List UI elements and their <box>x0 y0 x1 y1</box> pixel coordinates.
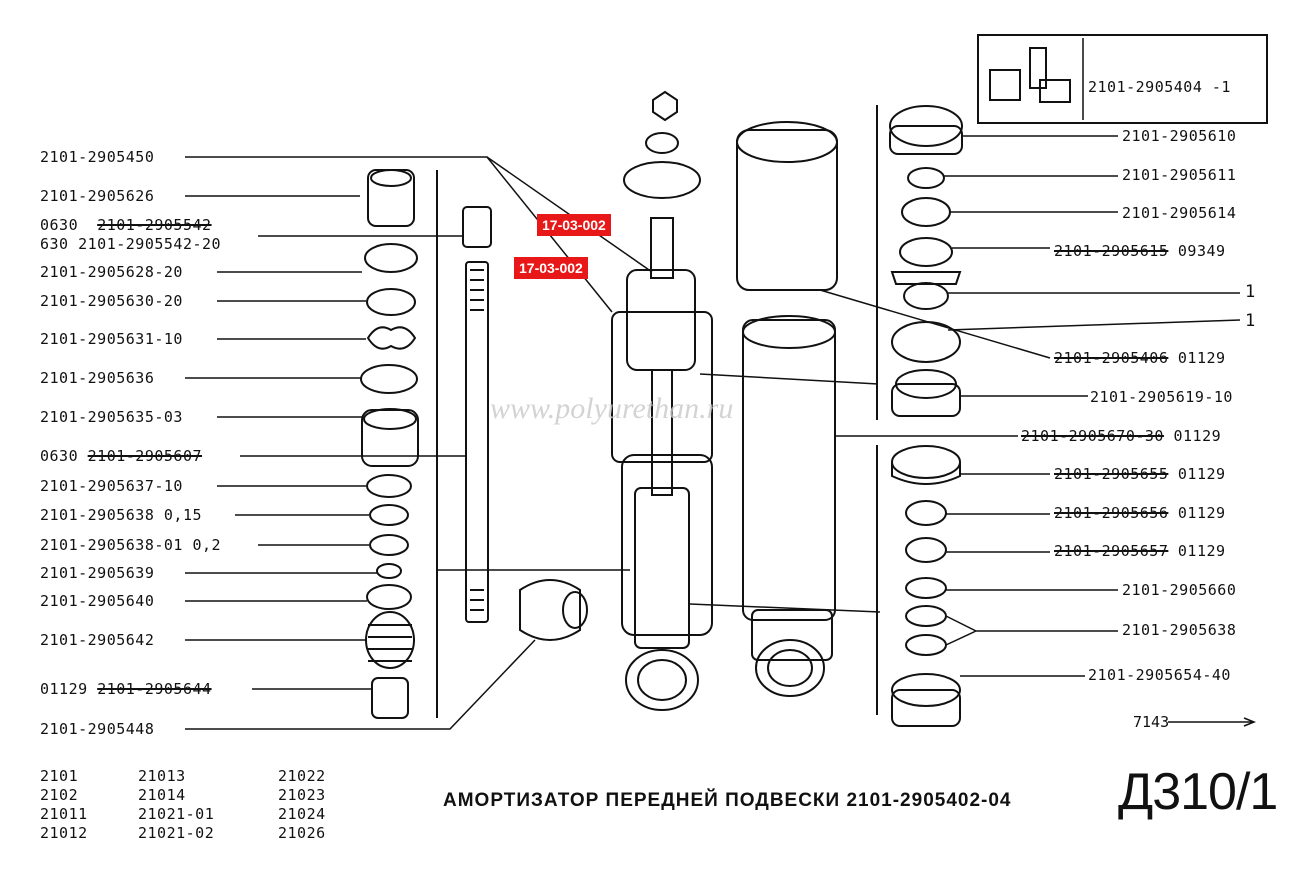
right-label-9: 2101-2905670-30 01129 <box>1021 427 1222 445</box>
left-label-10: 0630 2101-2905607 <box>40 447 203 465</box>
left-label-6: 2101-2905630-20 <box>40 292 183 310</box>
model-code: 21021-01 <box>138 805 215 823</box>
left-label-13: 2101-2905638-01 0,2 <box>40 536 222 554</box>
left-label-17: 01129 2101-2905644 <box>40 680 212 698</box>
right-label-11: 2101-2905656 01129 <box>1054 504 1226 522</box>
left-label-15: 2101-2905640 <box>40 592 155 610</box>
page-code: Д310/1 <box>1118 763 1278 821</box>
model-code: 21024 <box>278 805 326 823</box>
left-label-16: 2101-2905642 <box>40 631 155 649</box>
left-label-9: 2101-2905635-03 <box>40 408 183 426</box>
left-label-7: 2101-2905631-10 <box>40 330 183 348</box>
model-column-3: 21022 21023 21024 21026 <box>278 767 326 843</box>
right-label-14: 2101-2905638 <box>1122 621 1237 639</box>
part-tag-2[interactable]: 17-03-002 <box>514 257 588 279</box>
left-label-1: 2101-2905450 <box>40 148 155 166</box>
model-code: 21011 <box>40 805 88 823</box>
model-code: 2102 <box>40 786 79 804</box>
left-label-5: 2101-2905628-20 <box>40 263 183 281</box>
left-label-3: 0630 2101-2905542 <box>40 216 212 234</box>
page-title: АМОРТИЗАТОР ПЕРЕДНЕЙ ПОДВЕСКИ 2101-29054… <box>443 790 1012 811</box>
model-code: 21023 <box>278 786 326 804</box>
right-label-7: 2101-2905406 01129 <box>1054 349 1226 367</box>
inset-part-label: 2101-2905404 -1 <box>1088 78 1231 96</box>
watermark: www.polyurethan.ru <box>490 392 734 425</box>
left-label-11: 2101-2905637-10 <box>40 477 183 495</box>
model-code: 21026 <box>278 824 326 842</box>
right-label-10: 2101-2905655 01129 <box>1054 465 1226 483</box>
left-label-8: 2101-2905636 <box>40 369 155 387</box>
model-code: 21014 <box>138 786 186 804</box>
model-code: 21021-02 <box>138 824 215 842</box>
model-code: 21022 <box>278 767 326 785</box>
right-label-6: 1 <box>1245 311 1256 331</box>
figure-number: 7143 <box>1133 713 1170 731</box>
right-label-12: 2101-2905657 01129 <box>1054 542 1226 560</box>
model-column-1: 2101 2102 21011 21012 <box>40 767 88 843</box>
model-code: 21013 <box>138 767 186 785</box>
right-label-1: 2101-2905610 <box>1122 127 1237 145</box>
part-tag-1[interactable]: 17-03-002 <box>537 214 611 236</box>
right-label-2: 2101-2905611 <box>1122 166 1237 184</box>
right-label-3: 2101-2905614 <box>1122 204 1237 222</box>
right-label-5: 1 <box>1245 282 1256 302</box>
left-label-18: 2101-2905448 <box>40 720 155 738</box>
model-column-2: 21013 21014 21021-01 21021-02 <box>138 767 214 843</box>
left-label-12: 2101-2905638 0,15 <box>40 506 203 524</box>
left-label-4: 630 2101-2905542-20 <box>40 235 222 253</box>
right-label-13: 2101-2905660 <box>1122 581 1237 599</box>
right-label-4: 2101-2905615 09349 <box>1054 242 1226 260</box>
right-label-8: 2101-2905619-10 <box>1090 388 1233 406</box>
model-code: 21012 <box>40 824 88 842</box>
left-label-2: 2101-2905626 <box>40 187 155 205</box>
right-label-15: 2101-2905654-40 <box>1088 666 1231 684</box>
left-label-14: 2101-2905639 <box>40 564 155 582</box>
model-code: 2101 <box>40 767 79 785</box>
